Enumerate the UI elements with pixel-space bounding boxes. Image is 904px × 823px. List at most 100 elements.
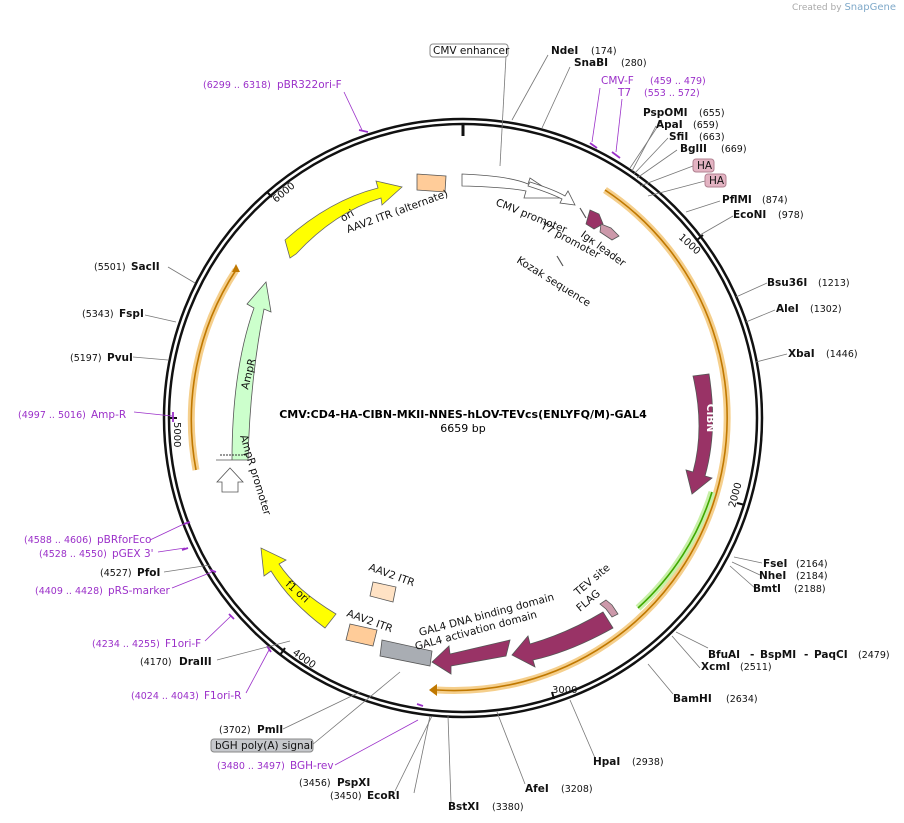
ha1-leader [639, 165, 694, 187]
ori-label: ori [339, 207, 357, 224]
enzyme-bsu36i: Bsu36I [767, 277, 807, 289]
enzyme-psp0mi-pos: (655) [699, 108, 725, 119]
enzyme-ndei: NdeI [551, 45, 578, 57]
primer-bgh-rev: BGH-rev [290, 760, 334, 772]
primer-cmv-f-pos: (459 .. 479) [650, 76, 706, 87]
enzyme-afei: AfeI [525, 783, 549, 795]
enzyme-sfii: SfiI [669, 131, 688, 143]
ha2-tag [704, 173, 727, 188]
enzyme-fspi-pos: (5343) [82, 309, 114, 320]
plasmid-length: 6659 bp [440, 422, 485, 435]
primer-cmv-f: CMV-F [601, 75, 634, 87]
cibn-arrow [685, 373, 714, 495]
bgh-tag [210, 738, 314, 753]
tick-4000: 4000 [290, 647, 317, 671]
enzyme-apai: ApaI [656, 119, 683, 131]
tick-6000-mark [266, 191, 273, 198]
ha2-label: HA [709, 175, 725, 187]
orange-arc-head [429, 684, 437, 696]
primer-f1ori-r-pos: (4024 .. 4043) [131, 691, 199, 702]
plasmid-name: CMV:CD4-HA-CIBN-MKII-NNES-hLOV-TEVcs(ENL… [279, 408, 647, 421]
enzyme-bstxi-pos: (3380) [492, 802, 524, 813]
watermark-prefix: Created by [792, 3, 842, 13]
enzyme-bglii: BglII [680, 143, 707, 155]
bgh-polya-box [379, 639, 433, 667]
enzyme-pvui: PvuI [107, 352, 133, 364]
enzyme-nhei-pos: (2184) [796, 571, 828, 582]
igk-leader-arrow [585, 209, 604, 230]
tick-2000-mark [736, 502, 746, 506]
enzyme-snabi: SnaBI [574, 57, 608, 69]
primer-t7-pos: (553 .. 572) [644, 88, 700, 99]
snapgene-logo: SnapGene [844, 2, 896, 13]
primer-f1ori-r: F1ori-R [204, 690, 241, 702]
tick-3000-mark [551, 691, 555, 700]
kozak-label: Kozak sequence [514, 254, 592, 309]
enzyme-ndei-pos: (174) [591, 46, 617, 57]
enzyme-sacii: SacII [131, 261, 160, 273]
ha1-tag [692, 158, 715, 173]
primer-pbrforeco: pBRforEco [97, 534, 151, 546]
primer-f1ori-f-pos: (4234 .. 4255) [92, 639, 160, 650]
enzyme-pflmi: PflMI [722, 194, 752, 206]
orange-arc-left-line [190, 269, 237, 471]
primer-marks [172, 129, 621, 707]
enzyme-econi-pos: (978) [778, 210, 804, 221]
enzyme-fsei-pos: (2164) [796, 559, 828, 570]
enzyme-bsu36i-pos: (1213) [818, 278, 850, 289]
cmv-promoter-tail [527, 181, 576, 206]
green-arc-line [637, 491, 713, 609]
enzyme-sacii-pos: (5501) [94, 262, 126, 273]
primer-prs-marker: pRS-marker [108, 585, 171, 597]
enzyme-pfoi-pos: (4527) [100, 568, 132, 579]
tick-5000: 5000 [171, 422, 182, 447]
kozak-mark [556, 255, 564, 267]
enzyme-psp0mi: PspOMI [643, 107, 688, 119]
enzyme-econi: EcoNI [733, 209, 766, 221]
cmv-enhancer-leader [499, 55, 507, 167]
orange-arc-left [187, 268, 239, 471]
enzyme-pmli-pos: (3702) [219, 725, 251, 736]
tick-3000: 3000 [552, 685, 577, 696]
enzyme-fspi: FspI [119, 308, 144, 320]
enzyme-xbai: XbaI [788, 348, 815, 360]
watermark: Created by SnapGene [792, 2, 896, 13]
enzyme-pvui-pos: (5197) [70, 353, 102, 364]
enzyme-alei-pos: (1302) [810, 304, 842, 315]
enzyme-pspxi-pos: (3456) [299, 778, 331, 789]
primer-pbr322ori-f-pos: (6299 .. 6318) [203, 80, 271, 91]
cmv-enhancer-tag [429, 43, 509, 58]
enzyme-draiii-pos: (4170) [140, 657, 172, 668]
enzyme-bamhi-pos: (2634) [726, 694, 758, 705]
f1-ori-arrow [260, 547, 337, 629]
aav-itr-alt-box [416, 173, 447, 193]
ha1-label: HA [697, 160, 713, 172]
primer-bgh-rev-pos: (3480 .. 3497) [217, 761, 285, 772]
primer-leaders [133, 87, 623, 766]
enzyme-bmti-pos: (2188) [794, 584, 826, 595]
enzyme-bamhi: BamHI [673, 693, 712, 705]
enzyme-sfii-pos: (663) [699, 132, 725, 143]
enzyme-bglii-pos: (669) [721, 144, 747, 155]
enzyme-xbai-pos: (1446) [826, 349, 858, 360]
primer-pgex3: pGEX 3' [112, 548, 154, 560]
ampr-arrow [216, 281, 272, 461]
tick-1000: 1000 [676, 232, 702, 257]
cibn-label: CIBN [704, 404, 716, 432]
orange-arc-line [436, 189, 728, 692]
enzyme-fsei: FseI [763, 558, 787, 570]
ampr-promoter-label: AmpR promoter [237, 433, 273, 517]
enzyme-ecori-pos: (3450) [330, 791, 362, 802]
primer-t7: T7 [617, 87, 631, 99]
backbone-outer [162, 117, 764, 719]
bgh-label: bGH poly(A) signal [215, 740, 313, 752]
enzyme-hpai: HpaI [593, 756, 620, 768]
enzyme-bfuai: BfuAI [708, 649, 740, 661]
aav-itr-box-1 [369, 581, 397, 603]
enzyme-alei: AleI [776, 303, 799, 315]
cmv-promoter-arrow [461, 173, 562, 199]
ha-box-map [599, 223, 620, 241]
enzyme-sep-2: - [804, 649, 808, 661]
bgh-leader [311, 671, 401, 746]
